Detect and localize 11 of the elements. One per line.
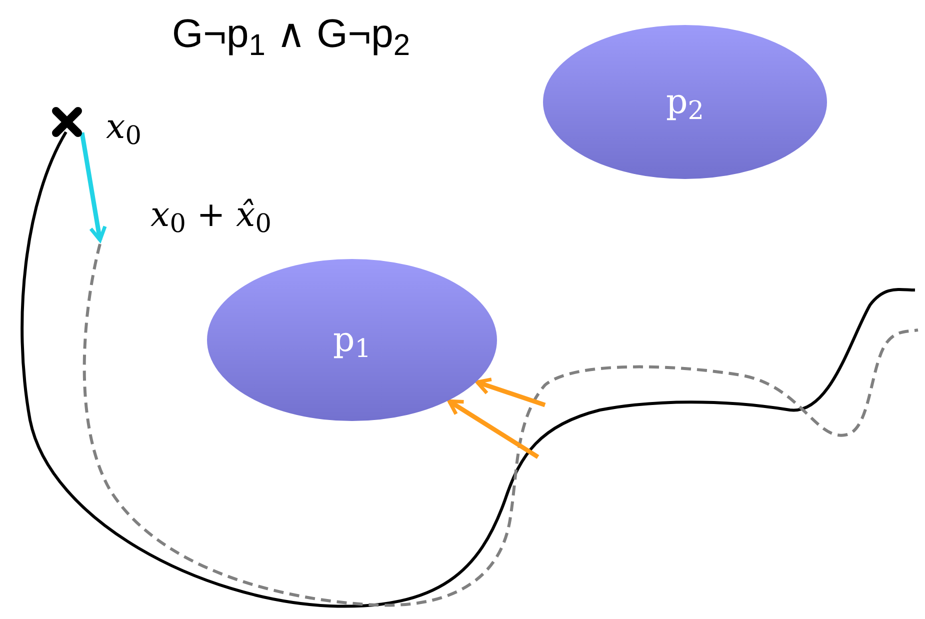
region-label: p$_{1}$	[333, 318, 371, 366]
region-label: p$_{2}$	[666, 80, 704, 128]
arrow	[80, 132, 107, 242]
point-formula: x$_{0}$ + x̂$_{0}$	[150, 194, 272, 240]
arrow	[447, 399, 540, 459]
region-ellipse	[206, 258, 498, 422]
region-ellipse	[542, 24, 828, 180]
cross-marker	[52, 107, 82, 137]
arrow	[475, 378, 546, 408]
point-formula: x$_{0}$	[106, 106, 142, 153]
formula-title: G¬p$_{1}$ ∧ G¬p$_{2}$	[172, 14, 410, 54]
